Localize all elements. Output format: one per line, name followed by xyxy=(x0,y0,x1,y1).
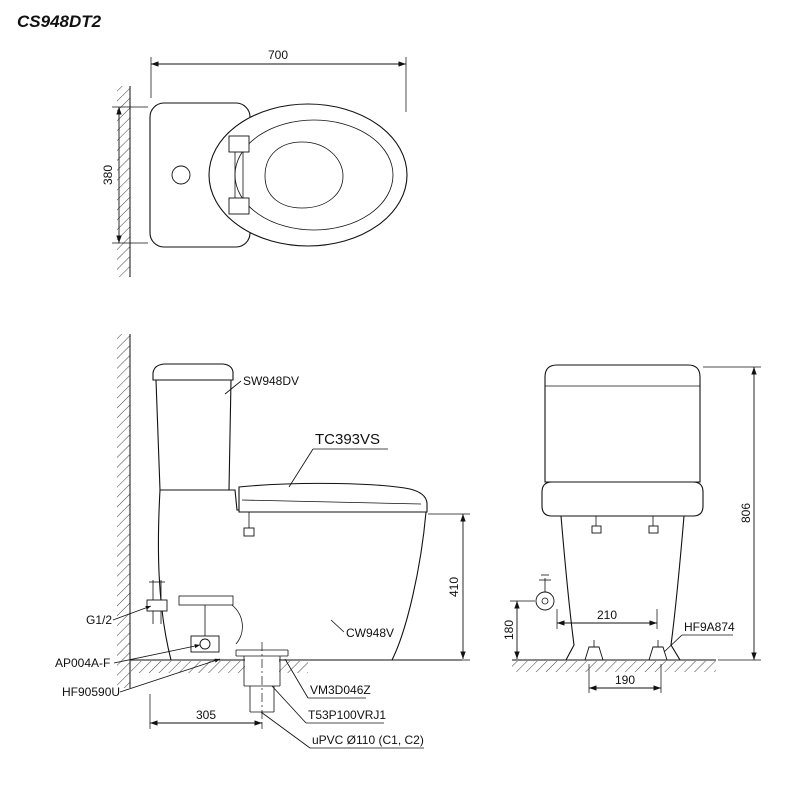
seat-lid-outline xyxy=(208,103,408,247)
tank-side xyxy=(152,363,234,491)
dim-190: 190 xyxy=(588,664,662,693)
label-tank: SW948DV xyxy=(243,374,299,388)
bowl-side-outline xyxy=(157,489,427,661)
dim-305-text: 305 xyxy=(196,708,216,722)
front-view: HF9A874 806 180 210 190 xyxy=(502,364,761,693)
dim-410: 410 xyxy=(428,513,470,661)
internal-mechanism xyxy=(178,595,243,653)
label-bowl: CW948V xyxy=(346,626,394,640)
label-flange: VM3D046Z xyxy=(310,683,371,697)
dim-305: 305 xyxy=(149,694,263,729)
label-outlet-socket: T53P100VRJ1 xyxy=(308,708,386,722)
dim-700: 700 xyxy=(150,48,407,112)
dim-380-text: 380 xyxy=(101,165,115,185)
label-seat-cover: TC393VS xyxy=(315,431,380,448)
seat-front xyxy=(541,481,704,534)
front-view-labels: HF9A874 xyxy=(663,620,735,653)
side-view-wall xyxy=(117,334,131,688)
side-view-floor xyxy=(130,659,462,673)
dim-210-text: 210 xyxy=(597,608,617,622)
label-supply-hose: HF90590U xyxy=(62,685,120,699)
label-bolt-cap: HF9A874 xyxy=(684,620,735,634)
flush-button xyxy=(171,165,191,185)
drain-outlet xyxy=(235,642,289,720)
dim-190-text: 190 xyxy=(615,673,635,687)
dim-180-text: 180 xyxy=(502,620,516,640)
shutoff-valve xyxy=(535,574,555,611)
label-drain-pipe: uPVC Ø110 (C1, C2) xyxy=(312,733,424,747)
dim-380: 380 xyxy=(101,106,148,244)
supply-fitting xyxy=(146,580,168,624)
seat-hinges xyxy=(228,135,250,215)
front-view-floor xyxy=(512,659,716,672)
label-angle-valve: AP004A-F xyxy=(55,656,110,670)
label-water-inlet: G1/2 xyxy=(86,613,112,627)
dim-806: 806 xyxy=(703,366,761,661)
side-view-labels: SW948DV TC393VS CW948V G1/2 AP004A-F HF9… xyxy=(55,374,424,749)
dim-180: 180 xyxy=(502,600,535,659)
dim-806-text: 806 xyxy=(739,503,753,523)
foot-bolt-caps xyxy=(584,640,668,661)
seat-side xyxy=(238,482,428,537)
dim-210: 210 xyxy=(556,608,658,629)
body-front-outline xyxy=(560,515,685,661)
top-view: 700 380 xyxy=(101,48,408,277)
drawing-title: CS948DT2 xyxy=(17,12,102,31)
dim-700-text: 700 xyxy=(268,48,288,62)
tank-front xyxy=(544,364,701,483)
side-view: SW948DV TC393VS CW948V G1/2 AP004A-F HF9… xyxy=(55,334,470,749)
bowl-opening xyxy=(264,141,344,209)
dim-410-text: 410 xyxy=(447,577,461,597)
